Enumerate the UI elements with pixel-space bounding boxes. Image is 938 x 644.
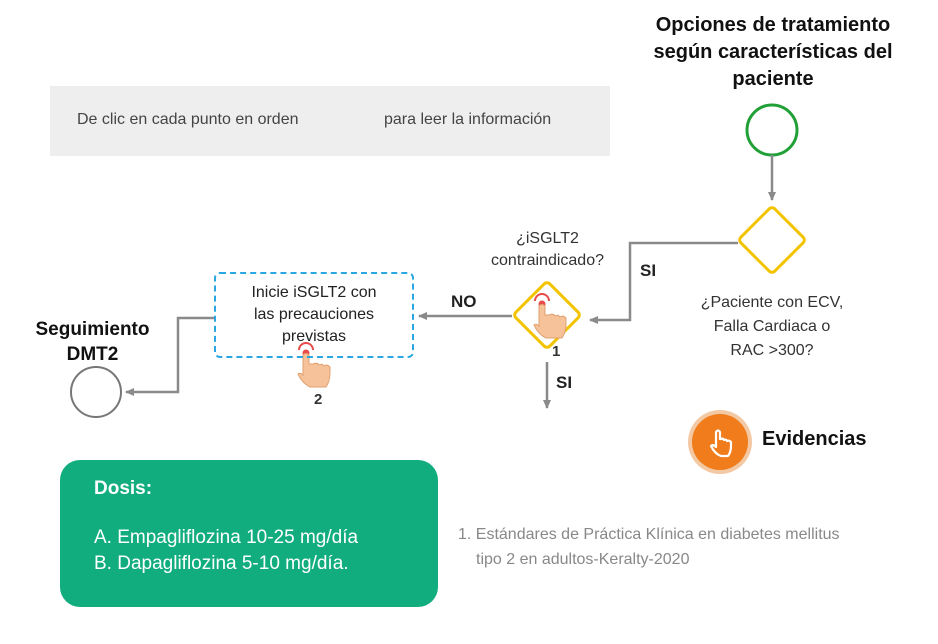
decision2-no-label: NO [451, 292, 477, 311]
action-line: las precauciones [253, 306, 375, 323]
title-line: según características del [653, 41, 893, 63]
instruction-text-before: De clic en cada punto en orden [77, 111, 299, 128]
followup-line: Seguimiento [35, 319, 150, 340]
action-line: Inicie iSGLT2 con [251, 284, 377, 301]
instruction-panel [50, 86, 610, 156]
followup-label: Seguimiento DMT2 [20, 317, 165, 367]
dosis-title: Dosis: [94, 478, 153, 499]
question-line: contraindicado? [491, 252, 604, 269]
decision1-question: ¿Paciente con ECV, Falla Cardiaca o RAC … [672, 291, 872, 363]
instruction-text-after: para leer la información [384, 111, 552, 128]
followup-line: DMT2 [66, 344, 119, 365]
connector-action-followup [125, 316, 214, 396]
hand-pointer-icon [709, 429, 733, 458]
decision1-diamond [738, 206, 806, 274]
question-line: ¿Paciente con ECV, [700, 294, 844, 311]
reference-text: 1. Estándares de Práctica Klínica en dia… [458, 522, 918, 572]
hotspot-2-icon[interactable] [297, 342, 331, 388]
question-line: Falla Cardiaca o [713, 318, 831, 335]
action-line: previstas [281, 328, 347, 345]
dosis-item: A. Empagliflozina 10-25 mg/día [94, 527, 359, 548]
evidence-label[interactable]: Evidencias [762, 428, 867, 450]
dosis-panel [60, 460, 438, 607]
action-text: Inicie iSGLT2 con las precauciones previ… [214, 282, 414, 348]
dosis-item: B. Dapagliflozina 5-10 mg/día. [94, 553, 349, 574]
decision1-yes-label: SI [640, 261, 657, 280]
page-title: Opciones de tratamiento según caracterís… [625, 12, 921, 93]
connector-decision1-decision2 [589, 241, 738, 324]
hotspot-2-number: 2 [314, 391, 322, 408]
reference-line: tipo 2 en adultos-Keralty-2020 [476, 551, 690, 568]
reference-line: 1. Estándares de Práctica Klínica en dia… [458, 526, 840, 543]
title-line: Opciones de tratamiento [655, 14, 891, 36]
decision2-question: ¿iSGLT2 contraindicado? [470, 228, 625, 272]
evidence-button[interactable] [692, 414, 748, 470]
hotspot-1-icon[interactable] [533, 293, 567, 339]
decision2-yes-label: SI [556, 373, 573, 392]
title-line: paciente [732, 68, 814, 90]
hotspot-1-number: 1 [552, 343, 560, 360]
start-node [745, 103, 799, 157]
question-line: RAC >300? [730, 342, 814, 359]
followup-node [70, 366, 122, 418]
question-line: ¿iSGLT2 [516, 230, 579, 247]
action-box [214, 272, 414, 358]
